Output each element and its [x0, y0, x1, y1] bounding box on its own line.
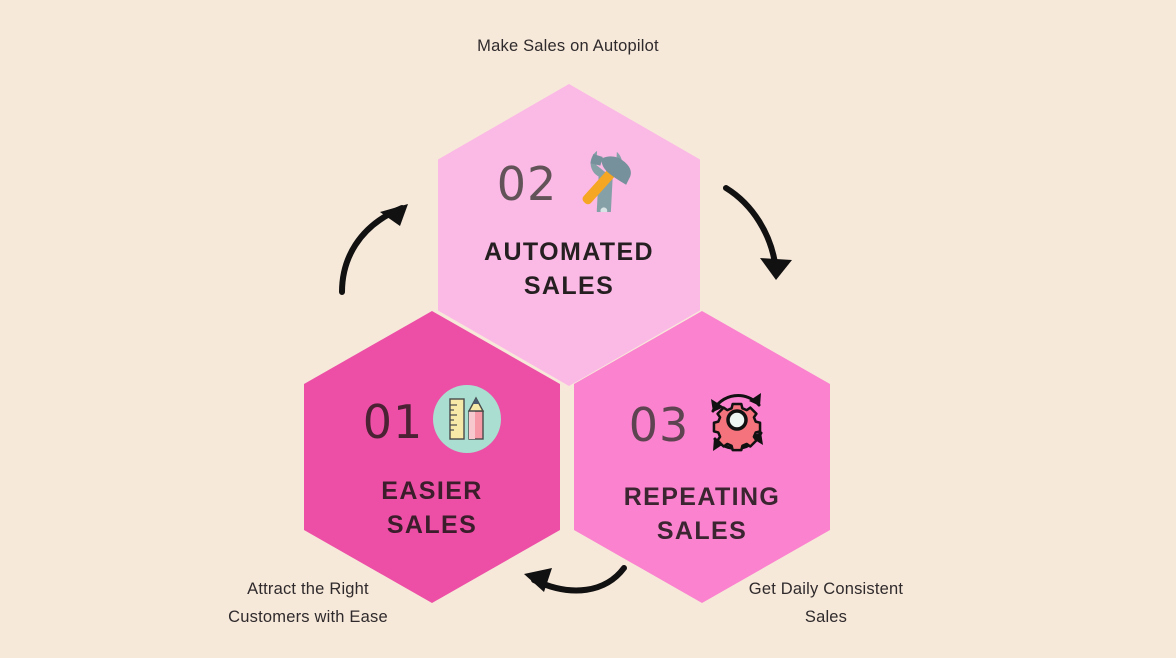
- step-03-header: 03: [629, 385, 776, 464]
- step-01-title: EASIER SALES: [381, 477, 483, 539]
- step-card-02[interactable]: 02 AUTOMATED SALES: [438, 84, 700, 386]
- hammer-wrench-icon: [567, 150, 641, 218]
- step-01-header: 01: [363, 385, 502, 458]
- step-02-number: 02: [496, 156, 558, 211]
- arrow-right-down-icon: [716, 178, 798, 295]
- caption-bottom-left: Attract the Right Customers with Ease: [228, 580, 388, 626]
- caption-bottom-right: Get Daily Consistent Sales: [748, 580, 904, 626]
- caption-top: Make Sales on Autopilot: [477, 37, 659, 55]
- step-03-title: REPEATING SALES: [623, 483, 781, 545]
- arrow-left-up-icon: [330, 190, 420, 305]
- step-02-header: 02: [496, 150, 642, 218]
- step-02-title: AUTOMATED SALES: [484, 238, 654, 300]
- ruler-pencil-icon: [433, 385, 502, 458]
- step-card-03[interactable]: 03: [574, 311, 830, 603]
- gear-cycle-icon: [699, 385, 775, 464]
- step-03-number: 03: [628, 397, 690, 452]
- step-01-number: 01: [362, 394, 424, 449]
- arrow-bottom-left-icon: [502, 558, 632, 609]
- step-card-01[interactable]: 01: [304, 311, 560, 603]
